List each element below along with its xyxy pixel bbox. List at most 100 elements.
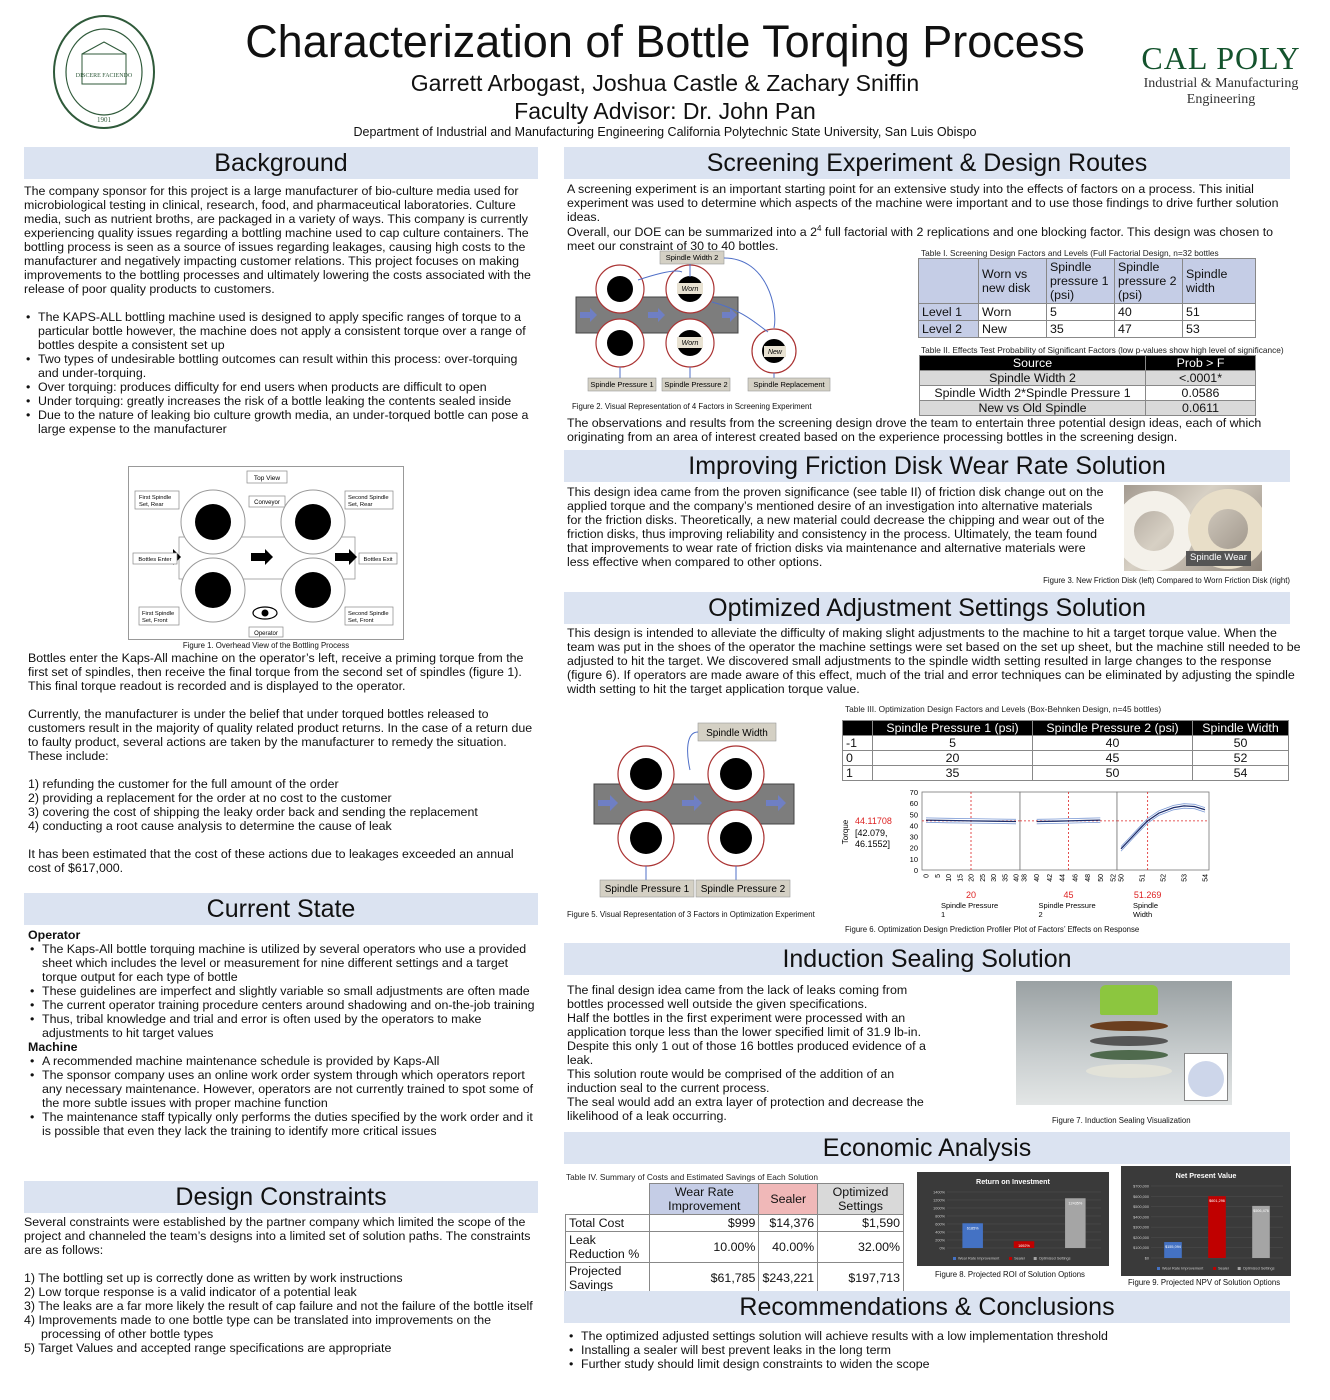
bullet: A recommended machine maintenance schedu… [28,1054,538,1068]
profiler-x-tick: 10 [946,874,953,882]
background-para4: It has been estimated that the cost of t… [28,847,514,876]
roi-legend-swatch [953,1257,956,1260]
t1-r1c0: Level 2 [918,320,979,339]
roi-y-tick: 1400% [933,1191,945,1195]
t3-r1c3: 52 [1192,750,1289,767]
cal-poly-logo: Cal Poly Industrial & Manufacturing Engi… [1136,40,1306,108]
constraints-intro: Several constraints were established by … [24,1215,531,1258]
fig1-first-front-2: Set, Front [142,618,168,624]
t3-r0c1: 5 [871,735,1034,752]
profiler-x-tick: 20 [969,874,976,882]
fig1-first-front-1: First Spindle [142,611,174,617]
background-bullets: The KAPS-ALL bottling machine used is de… [24,310,538,436]
economic-heading: Economic Analysis [564,1132,1290,1164]
optimized-para: This design is intended to alleviate the… [567,626,1301,697]
figure-8-roi-chart: Return on Investment0%200%400%600%800%10… [917,1172,1109,1266]
t3-r2c0: 1 [842,765,873,782]
profiler-current-value: 45 [1063,890,1073,900]
screening-doe: Overall, our DOE can be summarized into … [567,224,1289,253]
recommendations-list: The optimized adjusted settings solution… [567,1329,1289,1371]
poster-title: Characterization of Bottle Torqing Proce… [245,16,1085,67]
profiler-x-tick: 15 [957,874,964,882]
screening-para1: A screening experiment is an important s… [567,182,1279,225]
roi-y-tick: 400% [935,1231,945,1235]
figure-5-diagram: Spindle Width Spindle Pressure 1 Spindle… [590,722,810,900]
figure-9-caption: Figure 9. Projected NPV of Solution Opti… [1128,1278,1281,1287]
profiler-ci-lower [1036,821,1101,825]
screening-intro: A screening experiment is an important s… [567,182,1289,224]
bullet: Thus, tribal knowledge and trial and err… [28,1012,538,1040]
fig1-first-rear-1: First Spindle [139,495,171,501]
npv-bar [1252,1205,1270,1258]
profiler-x-label-1: Spindle [1133,901,1158,910]
profiler-x-label-2: 1 [941,910,945,919]
profiler-panel-frame [1116,791,1210,871]
profiler-readout: 44.11708 [855,816,892,826]
npv-bar-label: $155,094 [1165,1245,1181,1249]
t1-r0c4: 51 [1182,303,1256,322]
logo-name: Cal Poly [1141,40,1301,76]
induction-line: This solution route would be comprised o… [567,1067,895,1096]
bullet: The sponsor company uses an online work … [28,1068,538,1110]
t2-r2c1: 0.0611 [1145,400,1256,417]
bullet: The Kaps-All bottle torquing machine is … [28,942,538,984]
t4-h3: Optimized Settings [817,1182,904,1216]
seal-year: 1901 [97,116,112,124]
profiler-ci-line1: [42.079, [855,828,888,838]
logo-dept-2: Engineering [1186,91,1256,107]
figure-9-npv-chart: Net Present Value$0$100,000$200,000$300,… [1121,1166,1291,1276]
npv-y-tick: $100,000 [1133,1246,1149,1250]
profiler-x-tick: 0 [924,874,931,878]
profiler-y-tick: 60 [910,799,918,808]
friction-para: This design idea came from the proven si… [567,485,1105,570]
fig1-first-rear-2: Set, Rear [139,502,164,508]
npv-y-tick: $0 [1145,1257,1149,1261]
fig5-sp1: Spindle Pressure 1 [605,884,690,895]
figure-2-caption: Figure 2. Visual Representation of 4 Fac… [572,402,812,411]
t3-r1c1: 20 [871,750,1034,767]
profiler-panel-frame [1019,791,1118,871]
fig2-spindle-width: Spindle Width 2 [666,253,719,262]
npv-chart-title: Net Present Value [1176,1171,1237,1180]
npv-y-tick: $400,000 [1133,1215,1149,1219]
npv-bar [1164,1242,1182,1258]
table-2: Source Prob > F Spindle Width 2 <.0001* … [919,354,1256,417]
design-constraints-body: Several constraints were established by … [24,1215,538,1355]
profiler-x-tick: 35 [1002,874,1009,882]
table-3-caption: Table III. Optimization Design Factors a… [845,704,1162,714]
npv-legend-swatch [1237,1267,1241,1270]
profiler-x-tick: 44 [1060,874,1067,882]
profiler-x-label-1: Spindle Pressure [941,901,998,910]
department: Department of Industrial and Manufacturi… [353,125,977,139]
bullet: The current operator training procedure … [28,998,538,1012]
action-item: 4) conducting a root cause analysis to d… [28,819,392,834]
induction-seal-image [1016,981,1232,1105]
spindle-wear-label: Spindle Wear [1186,551,1251,566]
t4-r0c2: $14,376 [758,1214,819,1233]
t4-r1c0: Leak Reduction % [564,1231,651,1264]
action-item: 3) covering the cost of shipping the lea… [28,805,478,820]
bullet: The KAPS-ALL bottling machine used is de… [24,310,538,352]
profiler-x-tick: 48 [1085,874,1092,882]
profiler-x-tick: 30 [991,874,998,882]
t2-r2c0: New vs Old Spindle [919,400,1146,417]
machine-label: Machine [28,1040,78,1055]
fig2-sp1: Spindle Pressure 1 [590,380,653,389]
t4-r0c3: $1,590 [817,1214,904,1233]
constraint-item: 2) Low torque response is a valid indica… [24,1285,357,1300]
roi-bar [962,1223,983,1248]
induction-body: The final design idea came from the lack… [567,983,939,1123]
t4-r1c1: 10.00% [649,1231,760,1264]
profiler-ci-upper [1120,803,1206,847]
fig2-replacement: Spindle Replacement [753,380,825,389]
bullet: These guidelines are imperfect and sligh… [28,984,538,998]
roi-y-tick: 0% [940,1247,946,1251]
figure-8-caption: Figure 8. Projected ROI of Solution Opti… [935,1270,1085,1279]
fig1-second-front-2: Set, Front [348,618,374,624]
t2-h0: Source [919,354,1146,372]
roi-y-tick: 1000% [933,1207,945,1211]
fig1-second-front-1: Second Spindle [348,611,389,617]
profiler-y-tick: 40 [910,821,918,830]
induction-heading: Induction Sealing Solution [564,943,1290,975]
